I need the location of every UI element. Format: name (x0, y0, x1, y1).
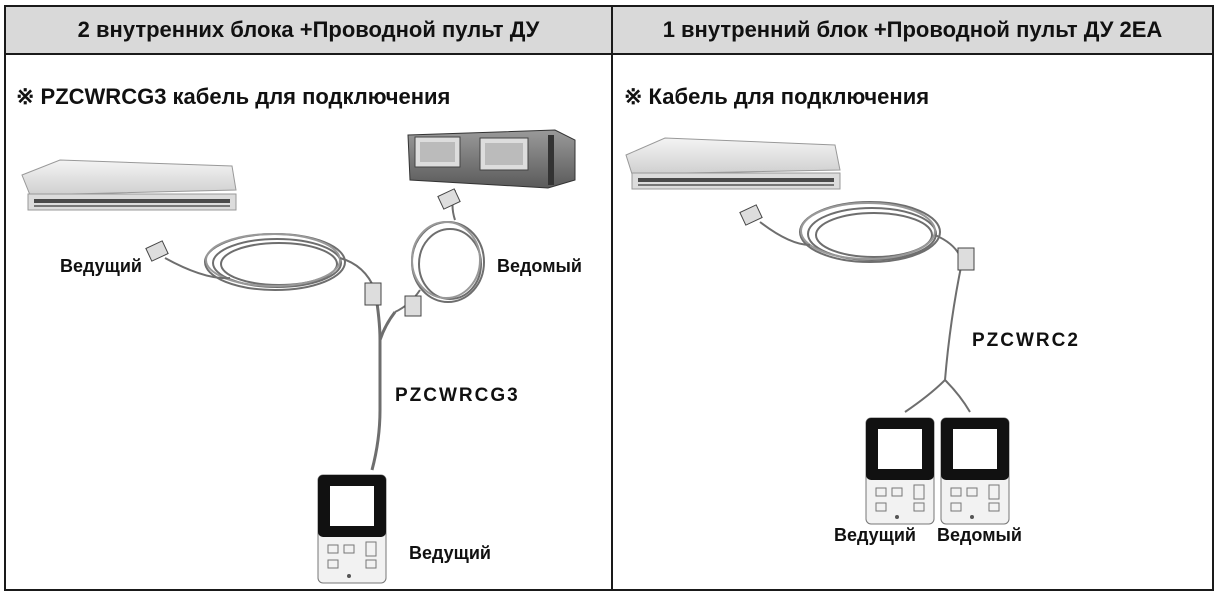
label-slave-remote-right: Ведомый (937, 525, 1022, 546)
right-panel-note: ※ Кабель для подключения (624, 84, 929, 110)
left-panel-note: ※ PZCWRCG3 кабель для подключения (16, 84, 450, 110)
label-master-indoor: Ведущий (60, 256, 142, 277)
right-panel-header: 1 внутренний блок +Проводной пульт ДУ 2E… (613, 7, 1212, 55)
left-panel-header: 2 внутренних блока +Проводной пульт ДУ (6, 7, 611, 55)
label-master-remote: Ведущий (409, 543, 491, 564)
label-master-remote-right: Ведущий (834, 525, 916, 546)
cable-model-right: PZCWRC2 (972, 330, 1080, 352)
label-slave-indoor: Ведомый (497, 256, 582, 277)
panel-divider (611, 7, 613, 589)
cable-model-left: PZCWRCG3 (395, 385, 520, 407)
